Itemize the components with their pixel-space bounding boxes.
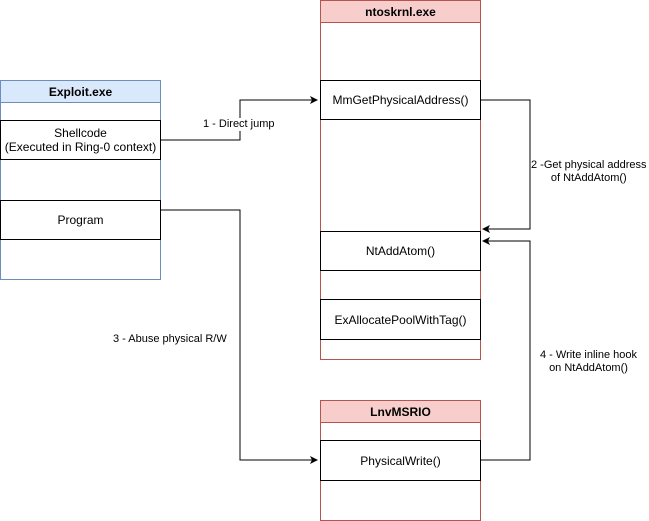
ntoskrnl-exe-header: ntoskrnl.exe (321, 1, 480, 23)
mm-get-physical-address-label: MmGetPhysicalAddress() (332, 93, 469, 107)
nt-add-atom-label: NtAddAtom() (365, 244, 436, 258)
write-inline-hook-label-line1: 4 - Write inline hook (540, 349, 638, 361)
physical-write-label: PhysicalWrite() (360, 453, 441, 468)
ntoskrnl-exe-container[interactable]: ntoskrnl.exe MmGetPhysicalAddress() NtAd… (320, 0, 481, 360)
ntoskrnl-exe-title: ntoskrnl.exe (365, 4, 436, 19)
lnvmsrio-title: LnvMSRIO (370, 404, 431, 419)
nt-add-atom-box[interactable]: NtAddAtom() (320, 231, 481, 271)
program-box[interactable]: Program (0, 200, 161, 240)
get-physical-address-arrow (480, 99, 531, 233)
exploit-exe-container[interactable]: Exploit.exe Shellcode (Executed in Ring-… (0, 80, 161, 280)
direct-jump-edge-label: 1 - Direct jump (203, 118, 275, 131)
write-inline-hook-edge-label: 4 - Write inline hook on NtAddAtom() (540, 349, 637, 375)
physical-write-box[interactable]: PhysicalWrite() (320, 440, 481, 481)
get-physical-address-label-line2: of NtAddAtom() (550, 172, 627, 184)
write-inline-hook-label-line2: on NtAddAtom() (549, 362, 628, 374)
exploit-exe-header: Exploit.exe (1, 81, 160, 103)
lnvmsrio-container[interactable]: LnvMSRIO PhysicalWrite() (320, 400, 481, 521)
abuse-physical-rw-arrow (160, 209, 318, 464)
ex-allocate-pool-box[interactable]: ExAllocatePoolWithTag() (320, 299, 481, 340)
get-physical-address-label-line1: 2 -Get physical address (531, 159, 647, 171)
exploit-exe-title: Exploit.exe (48, 84, 113, 99)
direct-jump-label-text: 1 - Direct jump (203, 118, 275, 130)
write-inline-hook-arrow (480, 237, 531, 461)
get-physical-address-edge-label: 2 -Get physical address of NtAddAtom() (531, 159, 647, 185)
shellcode-box[interactable]: Shellcode (Executed in Ring-0 context) (0, 120, 161, 160)
abuse-physical-rw-label-text: 3 - Abuse physical R/W (113, 333, 227, 345)
abuse-physical-rw-edge-label: 3 - Abuse physical R/W (113, 333, 227, 346)
lnvmsrio-header: LnvMSRIO (321, 401, 480, 423)
shellcode-label: Shellcode (54, 126, 107, 140)
program-label: Program (57, 213, 104, 227)
ex-allocate-pool-label: ExAllocatePoolWithTag() (334, 312, 467, 327)
mm-get-physical-address-box[interactable]: MmGetPhysicalAddress() (320, 80, 481, 120)
shellcode-context-label: (Executed in Ring-0 context) (4, 140, 157, 154)
